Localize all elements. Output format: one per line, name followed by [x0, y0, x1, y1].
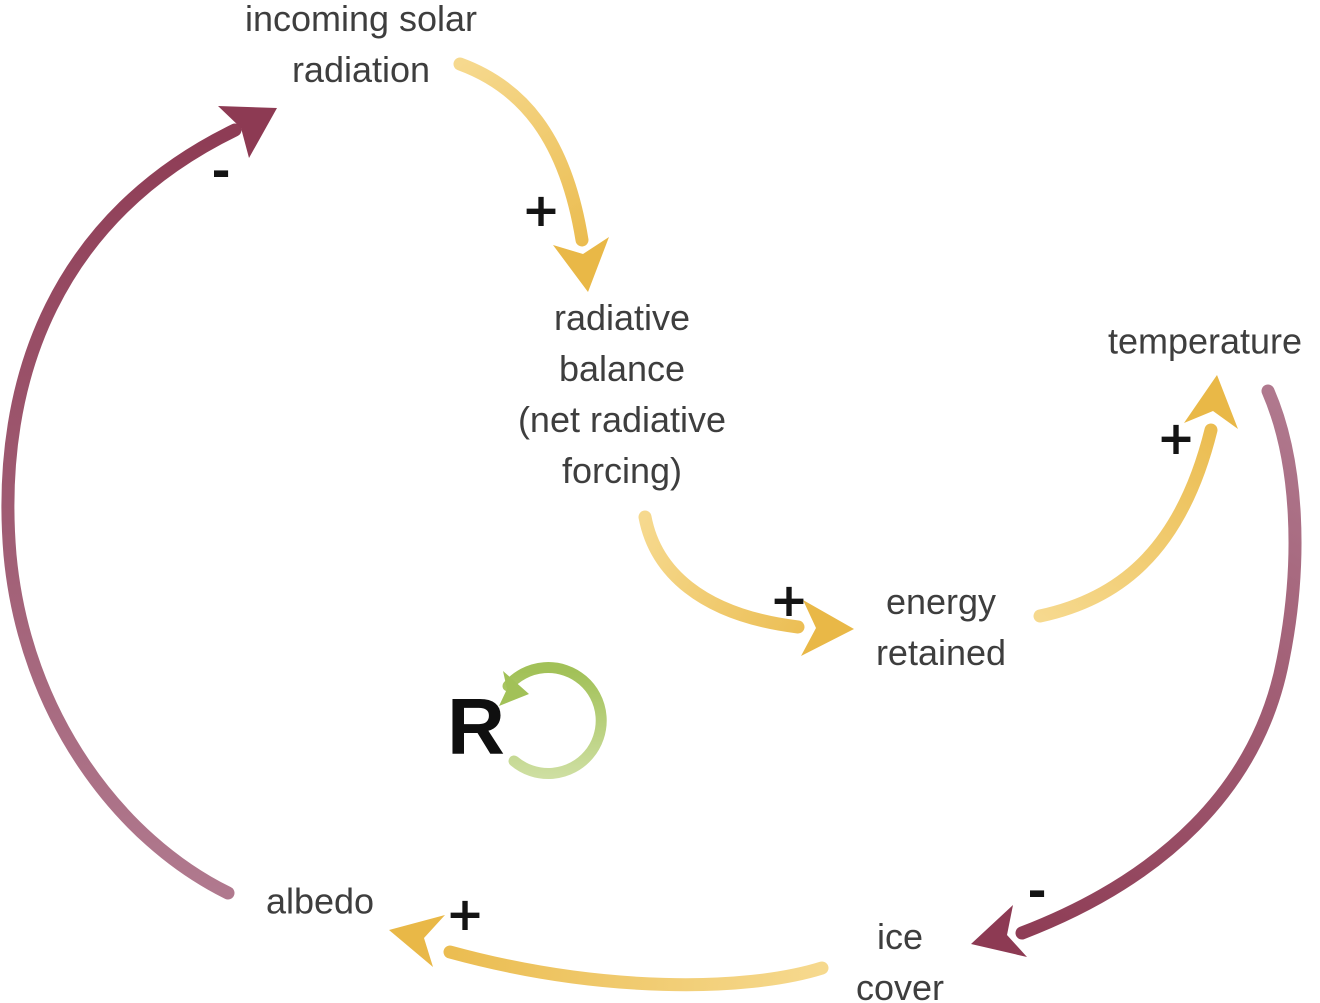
arrowhead-solar-to-radiative	[553, 237, 609, 292]
node-label-line: incoming solar	[244, 0, 478, 39]
sign-temperature-to-ice: -	[1027, 864, 1047, 918]
edge-temperature-to-ice	[971, 384, 1302, 957]
edge-temperature-to-ice-curve	[1015, 384, 1302, 940]
edge-solar-to-radiative-curve	[453, 57, 589, 247]
node-incoming-solar-radiation: incoming solar radiation	[245, 0, 477, 95]
node-label-line: albedo	[265, 880, 375, 922]
sign-ice-to-albedo: +	[445, 887, 485, 941]
arrowhead-ice-to-albedo	[389, 915, 445, 967]
arrowhead-radiative-to-energy	[801, 600, 854, 656]
arrowhead-temperature-to-ice	[971, 905, 1027, 957]
edge-ice-to-albedo	[389, 915, 829, 992]
node-label-line: (net radiative	[517, 399, 727, 440]
edge-radiative-to-energy	[638, 510, 854, 656]
node-label-line: radiative	[553, 297, 691, 338]
node-label-line: forcing)	[561, 450, 683, 491]
node-albedo: albedo	[266, 876, 374, 927]
node-label-line: balance	[558, 348, 686, 389]
node-radiative-balance: radiative balance (net radiative forcing…	[518, 292, 726, 496]
sign-energy-to-temperature: +	[1156, 411, 1196, 465]
sign-radiative-to-energy: +	[769, 573, 809, 627]
reinforcing-loop-label: R	[447, 682, 505, 771]
node-energy-retained: energy retained	[876, 576, 1006, 678]
edge-albedo-to-solar	[1, 106, 277, 900]
edge-energy-to-temperature	[1033, 375, 1238, 623]
node-label-line: retained	[875, 632, 1007, 673]
edge-radiative-to-energy-curve	[638, 510, 805, 634]
node-label-line: energy	[885, 581, 997, 622]
node-label-line: ice	[876, 916, 924, 957]
sign-solar-to-radiative: +	[521, 183, 561, 237]
node-ice-cover: ice cover	[856, 911, 944, 1003]
arrowhead-energy-to-temperature	[1184, 375, 1238, 429]
arrowhead-albedo-to-solar	[218, 106, 277, 158]
loop-ring-arrowhead	[499, 671, 529, 706]
reinforcing-loop-icon	[499, 662, 607, 779]
edge-albedo-to-solar-curve	[1, 123, 242, 900]
node-temperature: temperature	[1108, 316, 1302, 367]
node-label-line: radiation	[291, 49, 431, 90]
edge-ice-to-albedo-curve	[443, 945, 829, 992]
node-label-line: cover	[855, 967, 945, 1003]
edge-solar-to-radiative	[453, 57, 609, 292]
sign-albedo-to-solar: -	[211, 144, 231, 198]
loop-ring-arc	[502, 662, 607, 779]
edge-energy-to-temperature-curve	[1033, 423, 1218, 623]
node-label-line: temperature	[1107, 320, 1303, 362]
